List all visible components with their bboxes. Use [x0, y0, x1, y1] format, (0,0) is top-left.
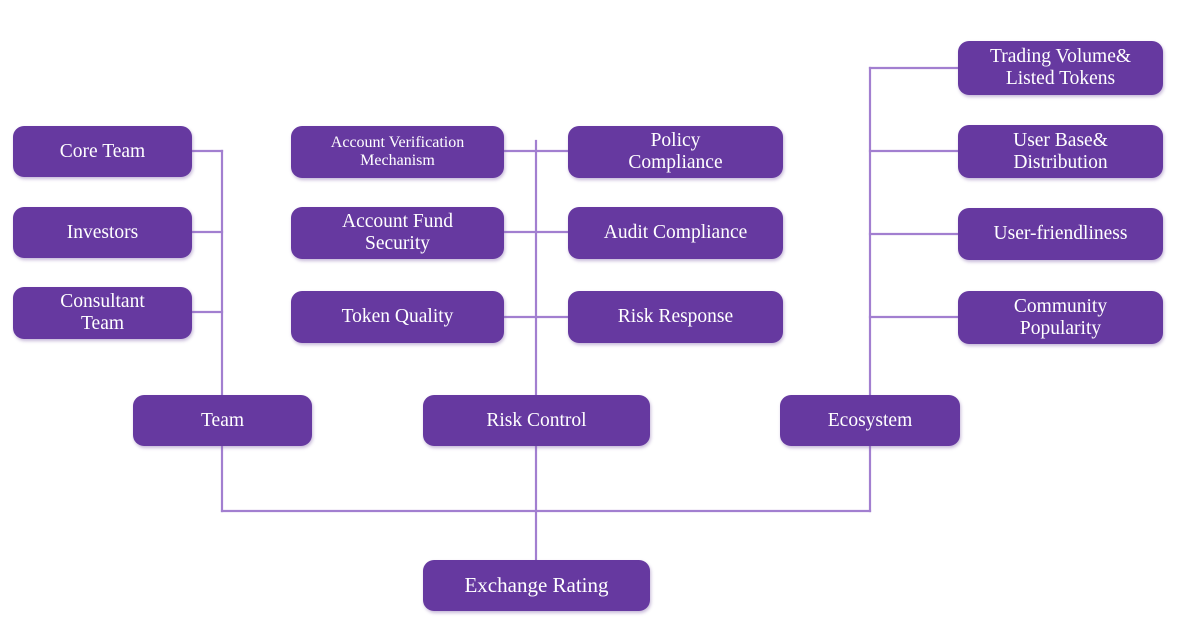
node-user-friendliness-label: User-friendliness: [993, 223, 1128, 245]
node-trading-volume-listed-tokens[interactable]: Trading Volume& Listed Tokens: [958, 41, 1163, 95]
node-token-quality[interactable]: Token Quality: [291, 291, 504, 343]
node-account-verification-mechanism-label: Account Verification Mechanism: [330, 134, 465, 169]
node-risk-response-label: Risk Response: [617, 306, 734, 328]
node-user-base-distribution-label: User Base& Distribution: [1013, 129, 1108, 173]
node-policy-compliance-label: Policy Compliance: [628, 130, 723, 173]
node-risk-control[interactable]: Risk Control: [423, 395, 650, 446]
node-team-label: Team: [200, 409, 245, 431]
node-consultant-team-label: Consultant Team: [60, 291, 145, 334]
node-policy-compliance[interactable]: Policy Compliance: [568, 126, 783, 178]
node-risk-response[interactable]: Risk Response: [568, 291, 783, 343]
node-trading-volume-listed-tokens-label: Trading Volume& Listed Tokens: [989, 46, 1132, 89]
node-investors-label: Investors: [66, 221, 139, 243]
node-investors[interactable]: Investors: [13, 207, 192, 258]
node-risk-control-label: Risk Control: [486, 409, 587, 431]
node-user-base-distribution[interactable]: User Base& Distribution: [958, 125, 1163, 178]
node-account-fund-security[interactable]: Account Fund Security: [291, 207, 504, 259]
node-account-fund-security-label: Account Fund Security: [341, 211, 454, 254]
node-community-popularity[interactable]: Community Popularity: [958, 291, 1163, 344]
node-account-verification-mechanism[interactable]: Account Verification Mechanism: [291, 126, 504, 178]
node-community-popularity-label: Community Popularity: [1013, 295, 1108, 339]
node-user-friendliness[interactable]: User-friendliness: [958, 208, 1163, 260]
node-audit-compliance-label: Audit Compliance: [603, 222, 748, 244]
node-exchange-rating[interactable]: Exchange Rating: [423, 560, 650, 611]
node-core-team[interactable]: Core Team: [13, 126, 192, 177]
node-audit-compliance[interactable]: Audit Compliance: [568, 207, 783, 259]
node-team[interactable]: Team: [133, 395, 312, 446]
node-ecosystem-label: Ecosystem: [827, 409, 913, 431]
node-consultant-team[interactable]: Consultant Team: [13, 287, 192, 339]
node-core-team-label: Core Team: [59, 140, 146, 162]
node-token-quality-label: Token Quality: [341, 306, 454, 328]
node-ecosystem[interactable]: Ecosystem: [780, 395, 960, 446]
node-exchange-rating-label: Exchange Rating: [464, 572, 609, 597]
